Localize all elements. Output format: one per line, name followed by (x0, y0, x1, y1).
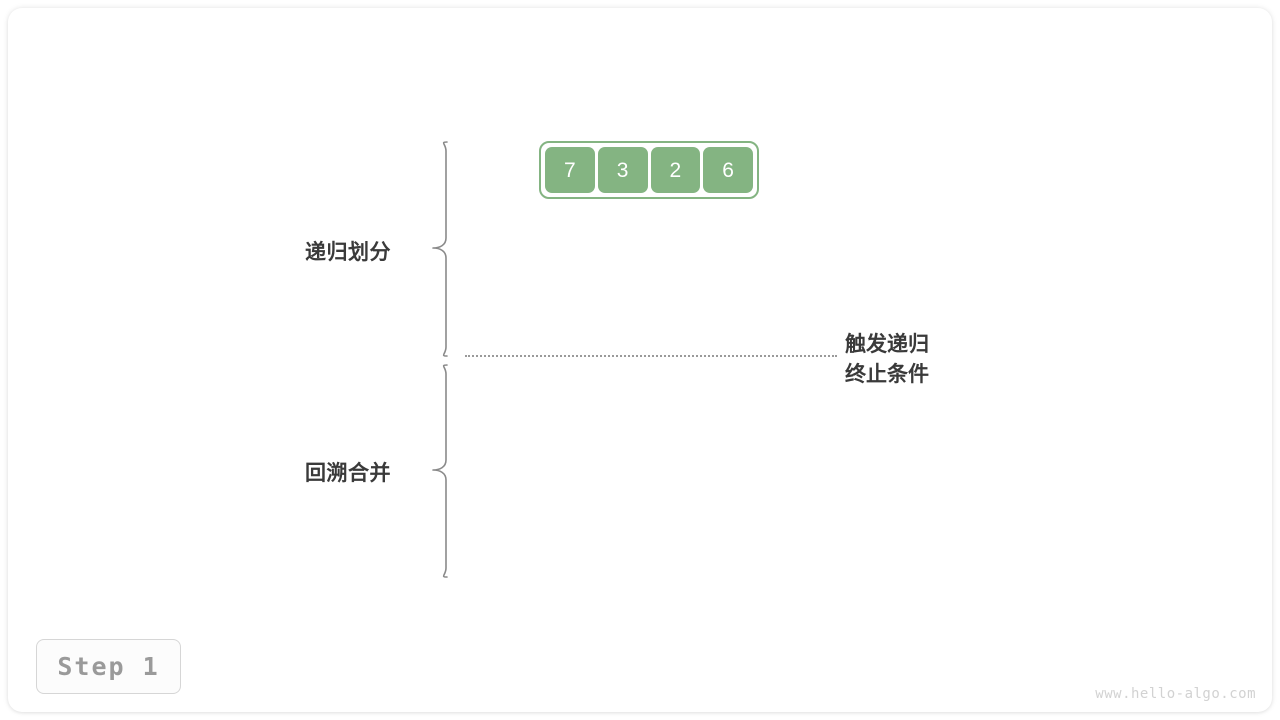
brace-divide (428, 141, 450, 357)
annotation-line-2: 终止条件 (845, 363, 929, 386)
array-cell: 6 (703, 147, 753, 193)
annotation-line-1: 触发递归 (845, 333, 929, 356)
section-label-merge: 回溯合并 (305, 462, 391, 485)
page-card (8, 8, 1272, 712)
brace-merge (428, 364, 450, 578)
step-badge: Step 1 (36, 639, 181, 694)
array-cell: 2 (650, 147, 701, 193)
array-cell: 3 (597, 147, 648, 193)
termination-annotation: 触发递归 终止条件 (845, 330, 929, 390)
array-cell: 7 (545, 147, 595, 193)
section-label-divide: 递归划分 (305, 241, 391, 264)
array-container: 7 3 2 6 (539, 141, 759, 199)
phase-divider-dotted-line (465, 355, 837, 357)
watermark: www.hello-algo.com (1095, 686, 1256, 702)
